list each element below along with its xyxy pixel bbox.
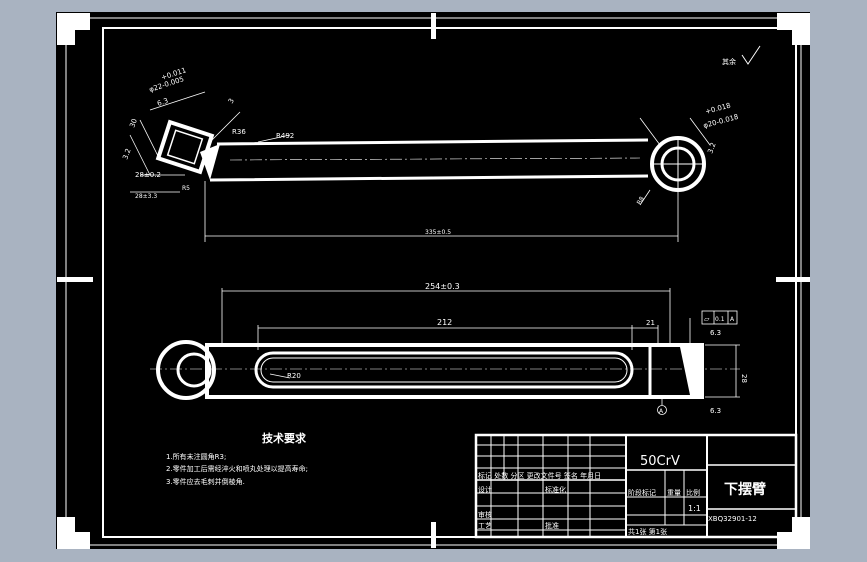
standardization-label: 标准化: [545, 485, 566, 494]
title-block: [474, 433, 798, 539]
tech-item-2: 2.零件加工后需经淬火和喷丸处理以提高寿命;: [166, 464, 308, 473]
centering-marks: [57, 13, 810, 548]
side-view-dimensions: 254±0.3 212 21 R20 28 ▱ 0.1 A 6.3 6.3 A: [287, 282, 748, 415]
scale-value: 1:1: [688, 504, 701, 513]
dim-28: 28±0.2: [135, 171, 161, 179]
material: 50CrV: [640, 454, 680, 469]
datum-label: A: [659, 408, 664, 415]
header-row: 标记 处数 分区 更改文件号 签名 年月日: [478, 471, 601, 480]
roughness-note: 其余: [722, 57, 736, 66]
inner-border: [102, 27, 797, 538]
dim-3: 3: [227, 97, 236, 105]
title-block-text: 50CrV 下摆臂 XBQ32901-12 1:1 标记 处数 分区 更改文件号…: [478, 454, 766, 536]
stage-mark-label: 阶段标记: [628, 488, 656, 497]
dim-r5: R5: [182, 185, 190, 192]
dim-r20: R20: [287, 372, 301, 380]
technical-requirements: 技术要求 1.所有未注圆角R3; 2.零件加工后需经淬火和喷丸处理以提高寿命; …: [166, 431, 308, 486]
corner-marks: [57, 13, 810, 549]
dim-6-3: 6.3: [156, 97, 169, 108]
roughness-symbol: [741, 45, 761, 65]
dim-212: 212: [437, 318, 452, 327]
top-view: [129, 91, 711, 242]
dim-21: 21: [646, 319, 655, 327]
drawing-number: XBQ32901-12: [708, 515, 757, 523]
dim-30: 30: [128, 118, 139, 129]
drawing-sheet: [56, 12, 810, 549]
dim-3-2: 3.2: [121, 147, 132, 160]
dim-right-r8: R8: [636, 195, 646, 206]
dim-length-335: 335±0.5: [425, 229, 451, 236]
gdt-symbol: ▱: [704, 315, 710, 323]
process-label: 工艺: [478, 522, 492, 530]
weight-label: 重量: [667, 489, 681, 497]
dim-28-side: 28: [740, 374, 748, 383]
gdt-value: 0.1: [715, 316, 725, 323]
rough-bottom: 6.3: [710, 407, 721, 415]
dim-r492: R492: [276, 132, 294, 140]
review-label: 审核: [478, 510, 492, 519]
tech-item-1: 1.所有未注圆角R3;: [166, 452, 226, 461]
gdt-datum: A: [730, 316, 735, 323]
side-view: [150, 288, 740, 415]
design-label: 设计: [478, 485, 492, 494]
tech-item-3: 3.零件应去毛刺并倒棱角.: [166, 477, 245, 486]
ratio-label: 比例: [686, 488, 700, 497]
tech-title: 技术要求: [262, 431, 307, 445]
dim-254: 254±0.3: [425, 282, 460, 291]
approve-label: 批准: [545, 521, 559, 530]
part-name: 下摆臂: [724, 481, 766, 498]
dim-right-3-2: 3.2: [706, 141, 717, 154]
dim-28-3: 28±3.3: [135, 193, 157, 200]
dim-r36: R36: [232, 128, 246, 136]
sheets-label: 共1张 第1张: [628, 527, 667, 536]
rough-top: 6.3: [710, 329, 721, 337]
